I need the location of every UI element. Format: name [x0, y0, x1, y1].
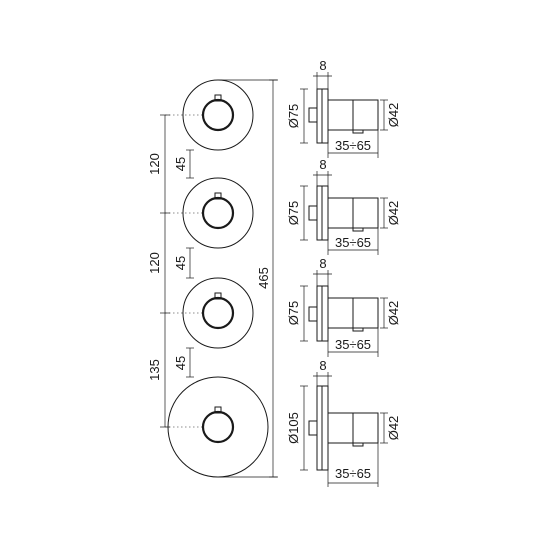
- knob-1: [201, 98, 235, 132]
- knob-3: [201, 296, 235, 330]
- body-diameter-label-2: Ø42: [386, 201, 401, 226]
- knob-side-2: [308, 205, 318, 221]
- cover-plate-4: [167, 376, 269, 478]
- front-unit-2: [165, 177, 254, 249]
- plate-diameter-label-4: Ø105: [286, 412, 301, 444]
- cover-plate-3: [182, 277, 254, 349]
- flange-thickness-label-1: 8: [319, 58, 326, 73]
- knob-side-1: [308, 107, 318, 123]
- knob-indicator-4: [214, 406, 222, 414]
- knob-indicator-1: [214, 94, 222, 102]
- plate-diameter-label-1: Ø75: [286, 104, 301, 129]
- body-diameter-label-4: Ø42: [386, 416, 401, 441]
- flange-thickness-label-2: 8: [319, 157, 326, 172]
- depth-range-label-1: 35÷65: [335, 138, 371, 153]
- knob-4: [201, 410, 235, 444]
- side-view-2: 8 Ø75 Ø42 35÷65: [286, 157, 401, 255]
- flange-thickness-label-3: 8: [319, 256, 326, 271]
- front-unit-4: [165, 376, 269, 478]
- spacing-label-2: 120: [147, 252, 162, 274]
- spacing-label-3: 135: [147, 359, 162, 381]
- front-unit-1: [165, 79, 254, 151]
- offset-label-1: 45: [173, 157, 188, 171]
- cover-plate-2: [182, 177, 254, 249]
- total-height-label: 465: [256, 267, 271, 289]
- front-unit-3: [165, 277, 254, 349]
- body-diameter-label-3: Ø42: [386, 301, 401, 326]
- flange-thickness-label-4: 8: [319, 358, 326, 373]
- spacing-dimension: [160, 114, 170, 428]
- depth-range-label-4: 35÷65: [335, 466, 371, 481]
- depth-range-label-3: 35÷65: [335, 337, 371, 352]
- side-view-1: 8 Ø75 Ø42 35÷65: [286, 58, 401, 158]
- offset-label-2: 45: [173, 256, 188, 270]
- knob-side-4: [308, 420, 318, 436]
- plate-diameter-label-3: Ø75: [286, 301, 301, 326]
- depth-range-label-2: 35÷65: [335, 235, 371, 250]
- plate-diameter-label-2: Ø75: [286, 201, 301, 226]
- knob-indicator-2: [214, 192, 222, 200]
- body-diameter-label-1: Ø42: [386, 103, 401, 128]
- side-view-3: 8 Ø75 Ø42 35÷65: [286, 256, 401, 357]
- knob-indicator-3: [214, 292, 222, 300]
- offset-dimension: [186, 149, 194, 378]
- side-view-4: 8 Ø105 Ø42 35÷65: [286, 358, 401, 487]
- offset-label-3: 45: [173, 356, 188, 370]
- total-height-dimension: [218, 79, 278, 478]
- front-view: 120 120 135 45 45 45 465: [147, 79, 278, 478]
- knob-side-3: [308, 306, 318, 322]
- spacing-label-1: 120: [147, 153, 162, 175]
- knob-2: [201, 196, 235, 230]
